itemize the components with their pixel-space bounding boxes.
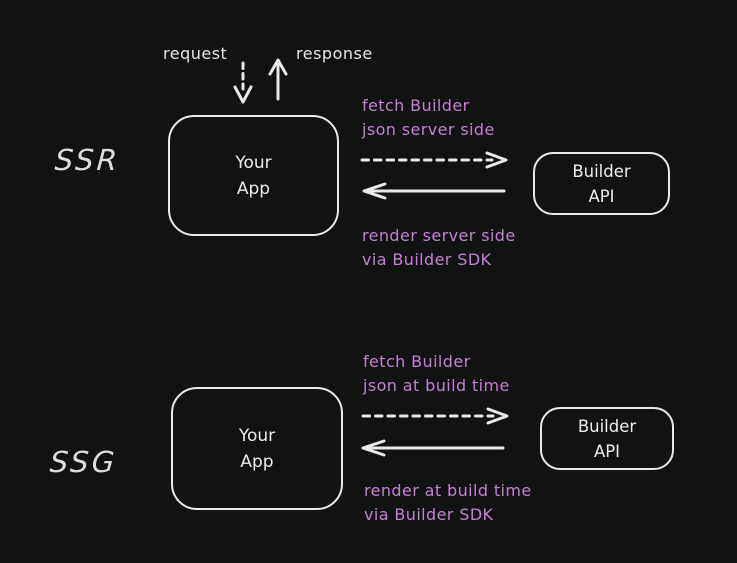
ssr-fetch-arrow-right-dashed-icon — [360, 151, 508, 169]
ssr-fetch-annotation: fetch Builder json server side — [362, 94, 495, 142]
ssg-your-app-line2: App — [240, 451, 274, 472]
ssr-your-app-box: Your App — [168, 115, 339, 236]
ssg-fetch-arrow-right-dashed-icon — [361, 407, 509, 425]
ssr-builder-api-line2: API — [588, 186, 615, 206]
ssr-section-label: SSR — [53, 143, 122, 177]
ssg-fetch-annotation: fetch Builder json at build time — [363, 350, 510, 398]
ssg-render-line1: render at build time — [364, 481, 532, 500]
ssr-builder-api-line1: Builder — [572, 161, 631, 181]
ssr-your-app-line1: Your — [235, 152, 272, 173]
ssg-render-line2: via Builder SDK — [364, 505, 494, 524]
ssr-builder-api-box: Builder API — [533, 152, 670, 215]
ssr-render-arrow-left-icon — [362, 182, 506, 200]
ssr-render-line1: render server side — [362, 226, 516, 245]
ssg-builder-api-line2: API — [593, 441, 621, 461]
response-label: response — [296, 44, 373, 63]
ssr-fetch-line1: fetch Builder — [362, 96, 470, 115]
ssg-your-app-box: Your App — [171, 387, 343, 510]
ssg-fetch-line2: json at build time — [363, 376, 510, 395]
ssg-render-arrow-left-icon — [361, 439, 505, 457]
ssg-section-label: SSG — [48, 445, 119, 479]
request-label: request — [163, 44, 228, 63]
ssr-render-line2: via Builder SDK — [362, 250, 492, 269]
ssr-your-app-line2: App — [236, 178, 271, 199]
ssg-your-app-line1: Your — [238, 425, 276, 446]
ssg-builder-api-line1: Builder — [577, 416, 637, 436]
response-arrow-up-icon — [268, 58, 288, 101]
ssg-render-annotation: render at build time via Builder SDK — [364, 479, 532, 527]
request-arrow-down-dashed-icon — [233, 61, 253, 104]
ssg-builder-api-box: Builder API — [540, 407, 674, 470]
ssr-fetch-line2: json server side — [362, 120, 495, 139]
ssg-fetch-line1: fetch Builder — [363, 352, 471, 371]
ssr-render-annotation: render server side via Builder SDK — [362, 224, 516, 272]
